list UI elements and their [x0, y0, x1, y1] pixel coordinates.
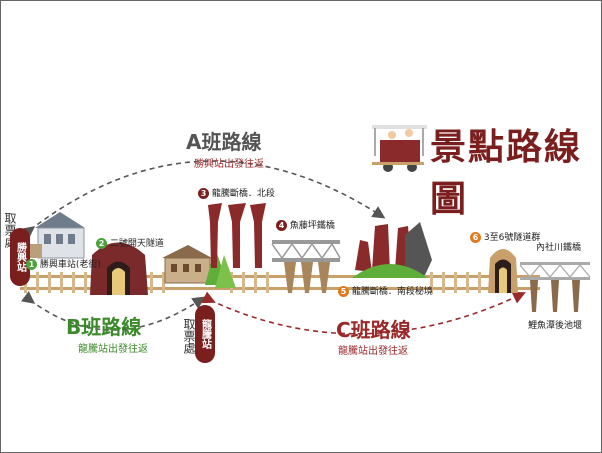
stop-label: 3至6號隧道群	[483, 233, 541, 243]
stop-number-badge: 2	[96, 238, 107, 249]
stop-label: 勝興車站(老街)	[39, 260, 101, 270]
stop-4: 4 魚藤坪鐵橋	[276, 218, 335, 231]
stop-1: 1 勝興車站(老街)	[26, 257, 101, 270]
stop-label: 龍騰斷橋．南段秘境	[351, 287, 433, 297]
route-b-title: B班路線	[66, 315, 142, 339]
stop-5: 5 龍騰斷橋．南段秘境	[338, 284, 433, 297]
neishechuan-bridge	[519, 262, 591, 312]
liyu-weir-label: 鯉魚潭後池堰	[528, 321, 583, 331]
stop-number-badge: 1	[26, 259, 37, 270]
stop-number-badge: 4	[276, 220, 287, 231]
stop-number-badge: 6	[470, 232, 481, 243]
route-a-arc	[21, 160, 386, 239]
stop-number-badge: 5	[338, 286, 349, 297]
stop-label: 龍騰斷橋．北段	[211, 189, 275, 199]
longteng-pickup-label: 取票處	[182, 318, 196, 354]
stop-number-badge: 3	[198, 188, 209, 199]
neishechuan-bridge-label: 內社川鐵橋	[536, 243, 582, 253]
yutengping-bridge	[271, 240, 341, 293]
stop-2: 2 二號開天隧道	[96, 236, 164, 249]
rail-bike-illustration	[372, 125, 427, 172]
route-b-subtitle: 龍騰站出發往返	[78, 344, 148, 355]
longteng-station-pill: 龍騰站	[195, 305, 215, 363]
route-a-title: A班路線	[186, 130, 262, 154]
stop-label: 二號開天隧道	[109, 239, 164, 249]
route-c-title: C班路線	[336, 318, 411, 342]
longteng-station-building	[162, 245, 236, 288]
shengxing-station-building	[30, 212, 85, 259]
stop-6: 6 3至6號隧道群	[470, 230, 540, 243]
shengxing-station-pill: 勝興站	[10, 228, 30, 286]
broken-bridge-south	[352, 222, 432, 278]
broken-bridge-north	[208, 203, 266, 268]
route-c-arc	[201, 291, 526, 335]
page-title: 景點路線圖	[430, 127, 583, 220]
route-a-subtitle: 勝興站出發往返	[194, 159, 264, 170]
route-b-arc	[21, 291, 206, 331]
stop-label: 魚藤坪鐵橋	[289, 221, 335, 231]
tunnel-2	[90, 242, 148, 295]
stop-3: 3 龍騰斷橋．北段	[198, 186, 275, 199]
route-c-subtitle: 龍騰站出發往返	[338, 346, 408, 357]
tunnel-group-3-6	[488, 249, 518, 293]
